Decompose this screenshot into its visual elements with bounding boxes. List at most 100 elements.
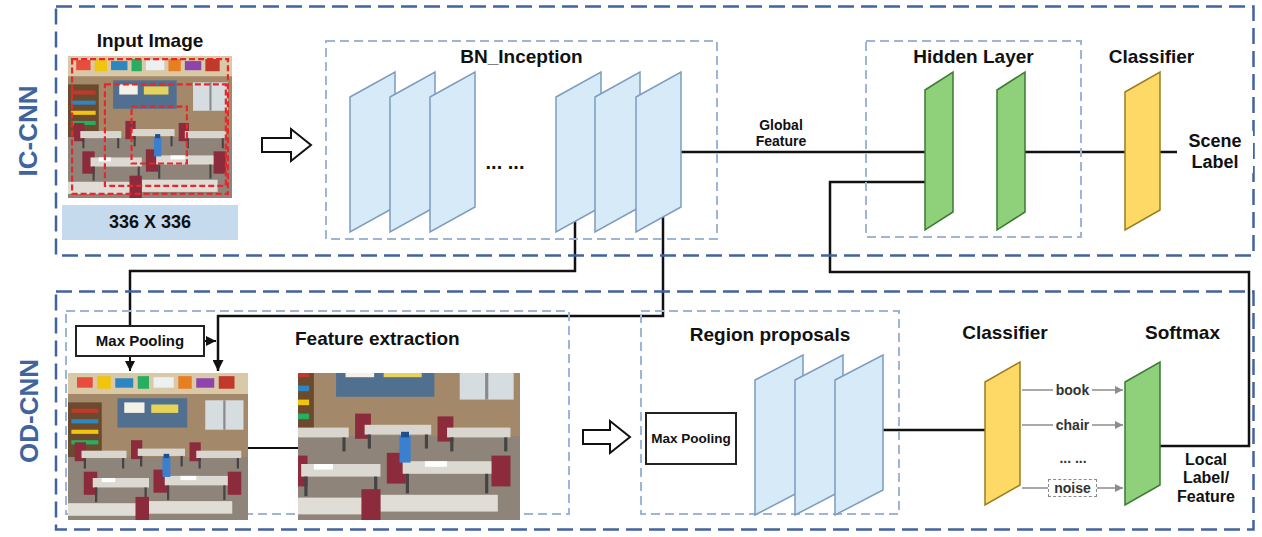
- photo-detail: [91, 157, 142, 166]
- photo-detail: [185, 131, 226, 138]
- photo-detail: [68, 373, 248, 520]
- band-label: OD-CNN: [8, 290, 48, 531]
- photo-detail: [84, 458, 86, 469]
- connector: [681, 151, 925, 154]
- photo-detail: [115, 378, 133, 387]
- node-shape: [945, 322, 1065, 510]
- module-box: Region proposalsMax Pooling: [640, 310, 900, 515]
- photo-detail: [156, 155, 213, 164]
- edge-label: Local Label/ Feature: [1168, 451, 1244, 506]
- flow-arrow: [262, 129, 311, 161]
- photo-detail: [80, 131, 121, 138]
- photo-detail: [450, 437, 453, 451]
- photo-detail: [301, 464, 380, 477]
- photo-detail: [119, 84, 137, 94]
- photo-detail: [196, 378, 214, 387]
- connector: [883, 429, 985, 432]
- photo-detail: [95, 59, 107, 71]
- photo-detail: [205, 59, 219, 71]
- feature-layer: [390, 72, 435, 232]
- photo-detail: [209, 165, 211, 179]
- photo-detail: [271, 414, 309, 420]
- photo-detail: [165, 476, 228, 485]
- photo-detail: [384, 366, 422, 377]
- photo-detail: [266, 498, 364, 515]
- photo-detail: [346, 363, 375, 377]
- photo-detail: [68, 56, 232, 198]
- edge-label: noise: [1048, 479, 1097, 497]
- photo-detail: [136, 497, 150, 520]
- connector: [1025, 151, 1125, 154]
- photo-detail: [485, 360, 488, 399]
- feature-layer: [350, 72, 395, 232]
- photo-detail: [97, 376, 111, 389]
- photo-detail: [181, 456, 183, 467]
- feature-layer: [997, 72, 1025, 230]
- photo-detail: [223, 485, 225, 500]
- photo-detail: [171, 155, 185, 159]
- module-box: Feature extractionMax Pooling: [65, 310, 570, 515]
- photo-detail: [205, 400, 243, 429]
- photo-detail: [361, 489, 380, 520]
- photo-detail: [304, 477, 307, 497]
- feature-layer: [835, 355, 883, 515]
- photo-detail: [196, 451, 241, 458]
- module-border: [866, 41, 1081, 237]
- photo-detail: [167, 485, 169, 500]
- feature-layer: [636, 72, 681, 232]
- ellipsis-label: ... ...: [486, 151, 525, 174]
- band-border: [56, 7, 1254, 256]
- photo-detail: [228, 472, 242, 495]
- module-title: Hidden Layer: [865, 46, 1082, 68]
- photo-detail: [71, 409, 98, 413]
- layer-block: Classifier: [945, 322, 1065, 510]
- pooling-arrow: [205, 340, 216, 342]
- photo-detail: [276, 416, 292, 441]
- photo-detail: [342, 437, 345, 451]
- photo-detail: [124, 402, 144, 413]
- photo-detail: [403, 461, 492, 474]
- feature-layer: [1125, 362, 1160, 505]
- box-label: 336 X 336: [105, 212, 195, 233]
- region-mark: [72, 59, 228, 194]
- photo-detail: [155, 134, 160, 138]
- photo-detail: [134, 136, 136, 146]
- node-shape: [865, 40, 1082, 238]
- input-group: Input Image 336 X 336: [60, 28, 240, 247]
- photo-detail: [401, 432, 409, 438]
- network-band: IC-CNNInput Image336 X 336BN_InceptionHi…: [8, 5, 1255, 257]
- photo-detail: [140, 456, 142, 467]
- photo-detail: [266, 436, 520, 520]
- ellipsis-label: ... ...: [1059, 450, 1086, 466]
- photo-detail: [71, 111, 96, 115]
- photo-detail: [271, 386, 309, 392]
- flow-arrow: [583, 421, 630, 453]
- photo-detail: [460, 360, 514, 399]
- photo-detail: [82, 451, 127, 458]
- band-label: IC-CNN: [8, 5, 48, 257]
- photo-detail: [181, 476, 197, 480]
- photo-detail: [485, 474, 488, 494]
- photo-detail: [68, 457, 248, 520]
- photo-detail: [122, 458, 124, 469]
- layer-title: Classifier: [1098, 46, 1205, 68]
- module-border: [641, 311, 899, 514]
- classroom-photo: [266, 324, 520, 520]
- photo-detail: [71, 90, 96, 94]
- photo-detail: [447, 428, 510, 438]
- photo-detail: [132, 59, 142, 71]
- feature-layer: [430, 72, 475, 232]
- photo-detail: [144, 86, 169, 94]
- group-title: Input Image: [60, 30, 240, 52]
- photo-detail: [185, 61, 201, 70]
- photo-detail: [368, 435, 371, 449]
- edge-label: Global Feature: [739, 117, 823, 149]
- photo-detail: [102, 478, 116, 482]
- photo-detail: [285, 428, 348, 438]
- process-box: Max Pooling: [645, 412, 737, 465]
- feature-layer: [595, 72, 640, 232]
- edge-label: book: [1053, 382, 1092, 398]
- photo-detail: [151, 405, 178, 413]
- classroom-photo: [68, 373, 248, 520]
- photo-detail: [158, 165, 160, 179]
